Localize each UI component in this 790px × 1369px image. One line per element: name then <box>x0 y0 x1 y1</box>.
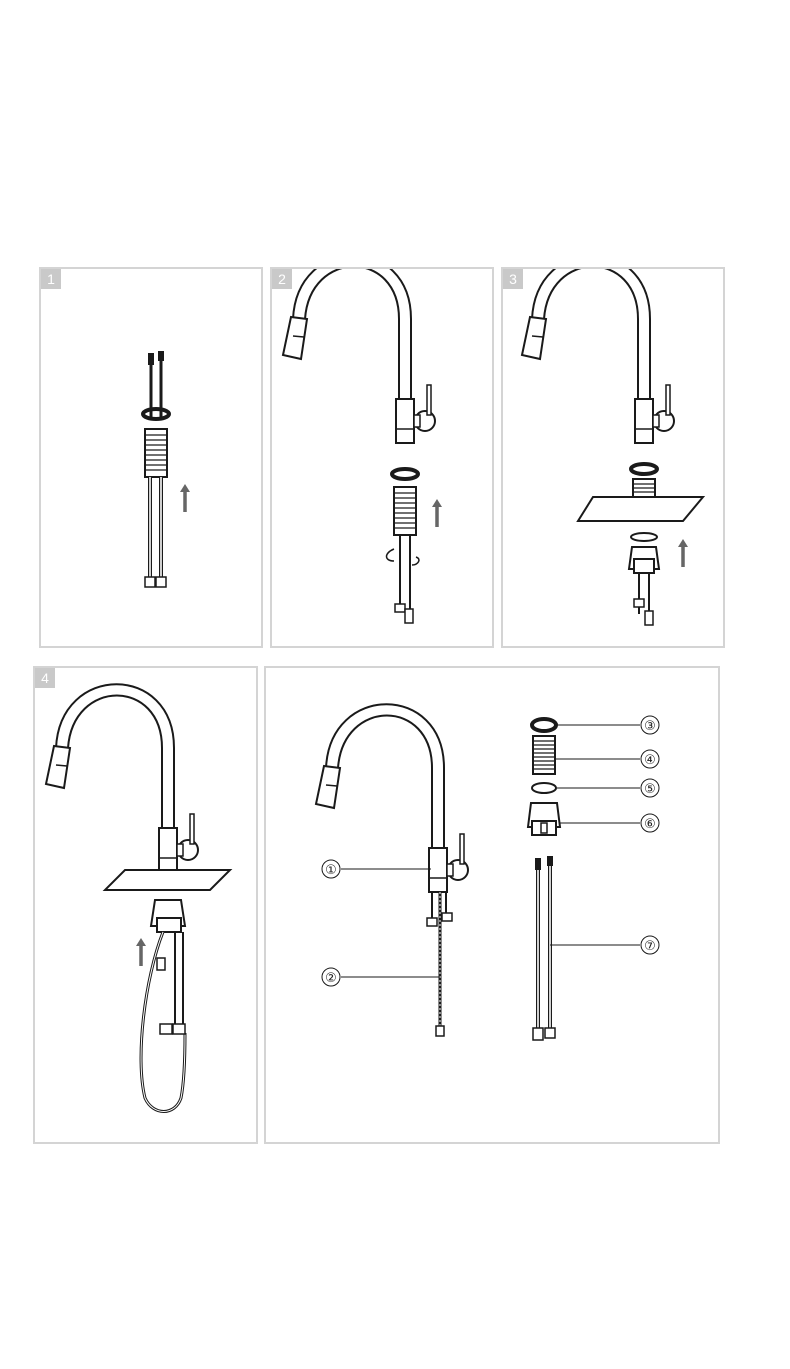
step-number-badge: 3 <box>503 269 523 289</box>
arrow-up-icon <box>134 936 148 968</box>
parts-illustration: ① ② ③ ④ ⑤ ⑥ ⑦ <box>315 703 660 1041</box>
washer-part <box>531 782 557 794</box>
o-ring-part <box>530 717 558 733</box>
callout-7: ⑦ <box>640 935 660 955</box>
threaded-shank-part <box>532 735 556 775</box>
parts-list-panel: ① ② ③ ④ ⑤ ⑥ ⑦ <box>264 666 720 1144</box>
step-4-panel: 4 <box>33 666 258 1144</box>
step-number-badge: 1 <box>41 269 61 289</box>
step-2-panel: 2 <box>270 267 494 648</box>
callout-3: ③ <box>640 715 660 735</box>
callout-4: ④ <box>640 749 660 769</box>
callout-6: ⑥ <box>640 813 660 833</box>
step-1-panel: 1 <box>39 267 263 648</box>
callout-2: ② <box>321 967 341 987</box>
arrow-up-icon <box>676 537 690 569</box>
supply-hoses-part <box>532 856 556 1041</box>
step-3-panel: 3 <box>501 267 725 648</box>
svg-text:①: ① <box>325 863 337 878</box>
step-1-illustration <box>141 351 192 589</box>
callout-1: ① <box>321 859 341 879</box>
callout-5: ⑤ <box>640 778 660 798</box>
arrow-up-icon <box>430 497 444 529</box>
svg-text:④: ④ <box>644 753 656 768</box>
arrow-up-icon <box>178 482 192 514</box>
svg-text:②: ② <box>325 971 337 986</box>
mounting-nut-part <box>526 802 562 836</box>
svg-text:⑥: ⑥ <box>644 817 656 832</box>
svg-text:③: ③ <box>644 719 656 734</box>
svg-text:⑦: ⑦ <box>644 939 656 954</box>
step-3-illustration <box>521 269 706 626</box>
step-4-illustration <box>45 683 233 1113</box>
step-2-illustration <box>282 269 444 624</box>
svg-text:⑤: ⑤ <box>644 782 656 797</box>
step-number-badge: 4 <box>35 668 55 688</box>
step-number-badge: 2 <box>272 269 292 289</box>
